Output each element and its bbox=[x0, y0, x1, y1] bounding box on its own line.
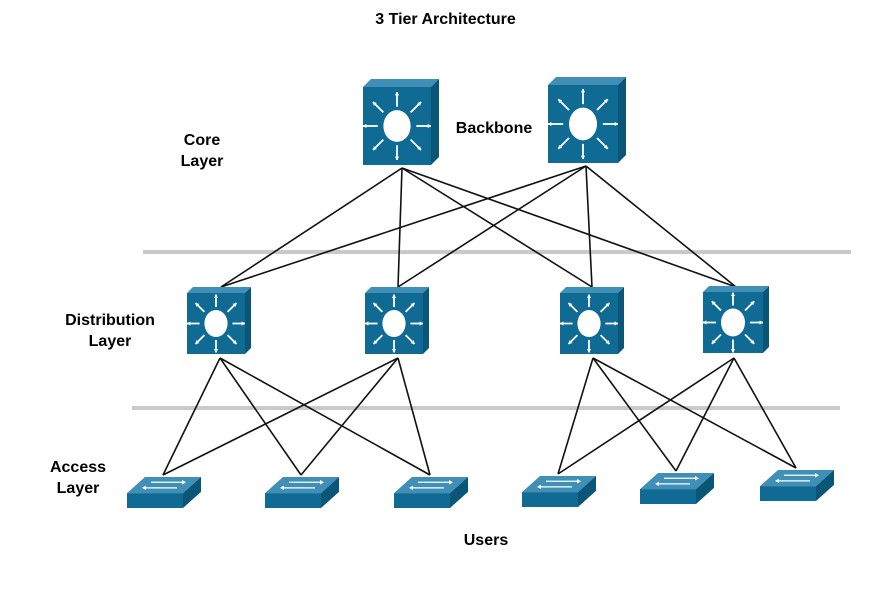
core-2-multilayer-switch-icon bbox=[548, 77, 626, 163]
access-1-workgroup-switch-icon bbox=[127, 477, 201, 508]
link-core-2-to-dist-1 bbox=[220, 165, 587, 288]
link-dist-2-to-access-2 bbox=[300, 357, 399, 476]
access-layer-label-line2: Layer bbox=[56, 480, 100, 497]
link-core-2-to-dist-3 bbox=[585, 165, 593, 288]
core-layer-label-line1: Core bbox=[183, 132, 221, 149]
link-dist-3-to-access-6 bbox=[592, 357, 797, 469]
access-2-workgroup-switch-icon bbox=[265, 477, 339, 508]
link-dist-1-to-access-2 bbox=[219, 357, 302, 476]
link-core-2-to-dist-4 bbox=[585, 165, 737, 288]
dist-4-multilayer-switch-icon bbox=[703, 286, 769, 353]
dist-3-multilayer-switch-icon bbox=[560, 287, 624, 354]
distribution-layer-label: Distribution Layer bbox=[48, 310, 172, 352]
link-dist-1-to-access-3 bbox=[219, 357, 431, 476]
link-dist-2-to-access-3 bbox=[397, 357, 431, 476]
distribution-layer-label-line1: Distribution bbox=[65, 312, 155, 329]
users-label: Users bbox=[463, 532, 509, 549]
access-5-workgroup-switch-icon bbox=[640, 473, 714, 504]
link-core-1-to-dist-4 bbox=[401, 167, 737, 288]
access-layer-label-line1: Access bbox=[49, 459, 107, 476]
core-layer-label: Core Layer bbox=[160, 130, 244, 172]
link-dist-2-to-access-1 bbox=[162, 357, 399, 476]
backbone-label: Backbone bbox=[455, 120, 533, 137]
core-1-multilayer-switch-icon bbox=[363, 79, 439, 165]
link-core-1-to-dist-1 bbox=[220, 167, 403, 288]
link-dist-4-to-access-6 bbox=[733, 357, 797, 469]
link-dist-1-to-access-1 bbox=[162, 357, 221, 476]
diagram-title: 3 Tier Architecture bbox=[375, 11, 516, 28]
dist-1-multilayer-switch-icon bbox=[187, 287, 251, 354]
dist-2-multilayer-switch-icon bbox=[365, 287, 429, 354]
distribution-layer-label-line2: Layer bbox=[88, 333, 132, 350]
network-links bbox=[162, 165, 797, 476]
link-dist-3-to-access-5 bbox=[592, 357, 677, 472]
link-dist-3-to-access-4 bbox=[557, 357, 594, 475]
link-core-2-to-dist-2 bbox=[397, 165, 587, 288]
access-layer-label: Access Layer bbox=[38, 457, 118, 499]
access-3-workgroup-switch-icon bbox=[394, 477, 468, 508]
link-core-1-to-dist-3 bbox=[401, 167, 593, 288]
network-devices bbox=[127, 77, 834, 508]
link-dist-4-to-access-4 bbox=[557, 357, 735, 475]
link-dist-4-to-access-5 bbox=[675, 357, 735, 472]
core-layer-label-line2: Layer bbox=[180, 153, 224, 170]
access-6-workgroup-switch-icon bbox=[760, 470, 834, 501]
access-4-workgroup-switch-icon bbox=[522, 476, 596, 507]
